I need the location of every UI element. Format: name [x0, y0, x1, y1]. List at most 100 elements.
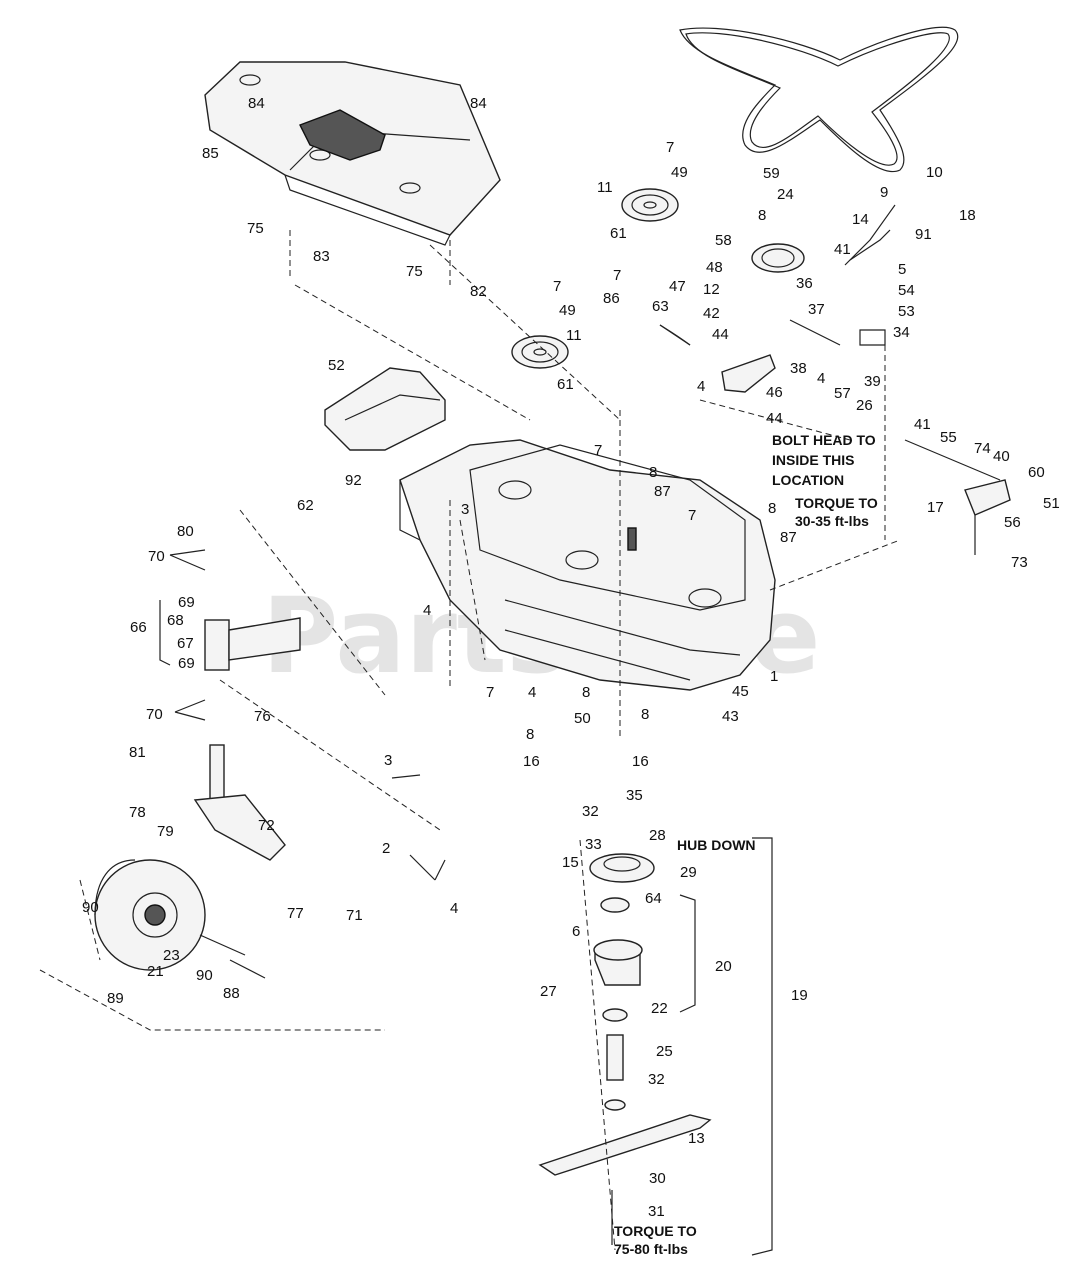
callout-59: 59	[763, 165, 780, 182]
callout-2: 2	[382, 840, 390, 857]
callout-79: 79	[157, 823, 174, 840]
callout-64: 64	[645, 890, 662, 907]
callout-28: 28	[649, 827, 666, 844]
callout-5: 5	[898, 261, 906, 278]
callout-34: 34	[893, 324, 910, 341]
linkage-rod	[904, 439, 1011, 555]
callout-24: 24	[777, 186, 794, 203]
callout-14: 14	[852, 211, 869, 228]
callout-61a: 61	[610, 225, 627, 242]
callout-17: 17	[927, 499, 944, 516]
callout-62: 62	[297, 497, 314, 514]
callout-11a: 11	[597, 179, 613, 196]
callout-29: 29	[680, 864, 697, 881]
callout-4c: 4	[423, 602, 431, 619]
callout-73: 73	[1011, 554, 1028, 571]
callout-8a: 8	[758, 207, 766, 224]
callout-86: 86	[603, 290, 620, 307]
discharge-chute	[324, 367, 446, 451]
callout-7d: 7	[594, 442, 602, 459]
callout-67: 67	[177, 635, 194, 652]
callout-4b: 4	[817, 370, 825, 387]
callout-61b: 61	[557, 376, 574, 393]
callout-43: 43	[722, 708, 739, 725]
callout-16b: 16	[632, 753, 649, 770]
callout-16a: 16	[523, 753, 540, 770]
spindle-pulley-58	[751, 243, 805, 273]
callout-21: 21	[147, 963, 164, 980]
note-bolt-head-1: BOLT HEAD TO	[772, 432, 876, 448]
callout-89: 89	[107, 990, 124, 1007]
callout-68: 68	[167, 612, 184, 629]
callout-32b: 32	[648, 1071, 665, 1088]
callout-31: 31	[648, 1203, 665, 1220]
note-torque-upper-1: TORQUE TO	[795, 495, 878, 511]
callout-19: 19	[791, 987, 808, 1004]
idler-pulley-upper	[621, 188, 679, 222]
callout-8d: 8	[582, 684, 590, 701]
callout-84b: 84	[470, 95, 487, 112]
callout-90b: 90	[196, 967, 213, 984]
callout-52: 52	[328, 357, 345, 374]
callout-83: 83	[313, 248, 330, 265]
callout-81: 81	[129, 744, 146, 761]
callout-26: 26	[856, 397, 873, 414]
leader-lines	[39, 230, 901, 1256]
callout-41a: 41	[834, 241, 851, 258]
callout-7a: 7	[666, 139, 674, 156]
callout-32a: 32	[582, 803, 599, 820]
callout-47: 47	[669, 278, 686, 295]
callout-25: 25	[656, 1043, 673, 1060]
callout-90a: 90	[82, 899, 99, 916]
callout-84a: 84	[248, 95, 265, 112]
callout-labels: 84 84 85 75 83 75 82 7 49 11 61 59 24 9 …	[82, 95, 1060, 1220]
caster-wheel-assembly	[94, 617, 301, 979]
callout-46: 46	[766, 384, 783, 401]
callout-49a: 49	[671, 164, 688, 181]
assembly-notes: BOLT HEAD TO INSIDE THIS LOCATION TORQUE…	[614, 432, 878, 1257]
callout-55: 55	[940, 429, 957, 446]
callout-69b: 69	[178, 655, 195, 672]
callout-56: 56	[1004, 514, 1021, 531]
callout-33: 33	[585, 836, 602, 853]
callout-12: 12	[703, 281, 720, 298]
callout-4d: 4	[528, 684, 536, 701]
idler-arm-assembly	[659, 204, 896, 393]
note-torque-lower-2: 75-80 ft-lbs	[614, 1241, 688, 1257]
callout-13: 13	[688, 1130, 705, 1147]
callout-40: 40	[993, 448, 1010, 465]
note-torque-upper-2: 30-35 ft-lbs	[795, 513, 869, 529]
idler-pulley-lower	[511, 335, 569, 369]
callout-4e: 4	[450, 900, 458, 917]
callout-42: 42	[703, 305, 720, 322]
callout-20: 20	[715, 958, 732, 975]
callout-39: 39	[864, 373, 881, 390]
callout-7c: 7	[613, 267, 621, 284]
callout-63: 63	[652, 298, 669, 315]
callout-91: 91	[915, 226, 932, 243]
callout-9: 9	[880, 184, 888, 201]
callout-3b: 3	[384, 752, 392, 769]
callout-44a: 44	[712, 326, 729, 343]
callout-8e: 8	[641, 706, 649, 723]
callout-57: 57	[834, 385, 851, 402]
callout-41b: 41	[914, 416, 931, 433]
callout-78: 78	[129, 804, 146, 821]
callout-18: 18	[959, 207, 976, 224]
callout-48: 48	[706, 259, 723, 276]
note-bolt-head-2: INSIDE THIS	[772, 452, 854, 468]
callout-23: 23	[163, 947, 180, 964]
callout-77: 77	[287, 905, 304, 922]
callout-37: 37	[808, 301, 825, 318]
callout-10: 10	[926, 164, 943, 181]
callout-85: 85	[202, 145, 219, 162]
callout-4a: 4	[697, 378, 705, 395]
callout-35: 35	[626, 787, 643, 804]
callout-22: 22	[651, 1000, 668, 1017]
spindle-assembly	[538, 853, 712, 1245]
callout-74: 74	[974, 440, 991, 457]
note-bolt-head-3: LOCATION	[772, 472, 844, 488]
callout-60: 60	[1028, 464, 1045, 481]
